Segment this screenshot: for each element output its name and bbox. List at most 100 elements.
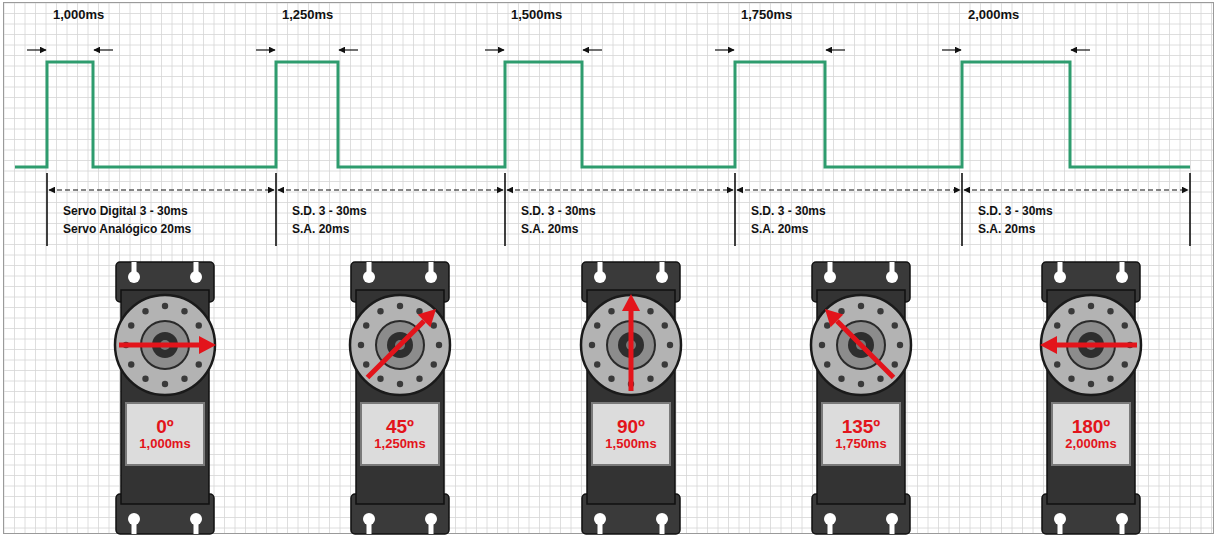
horn-hole xyxy=(128,322,134,328)
pulse-value: 1,000ms xyxy=(139,437,190,452)
horn-hole xyxy=(1088,381,1094,387)
period-label: S.D. 3 - 30ms xyxy=(521,204,596,218)
horn-hole xyxy=(647,308,653,314)
period-markers xyxy=(47,173,1190,246)
mount-hole xyxy=(425,513,437,525)
servo-motor xyxy=(1040,262,1141,534)
horn-hole xyxy=(436,342,442,348)
horn-hole xyxy=(358,342,364,348)
pulse-width-arrows xyxy=(27,50,1090,51)
horn-hole xyxy=(431,361,437,367)
grid-line xyxy=(4,97,1213,98)
mount-hole xyxy=(128,271,140,283)
period-label: S.A. 20ms xyxy=(978,222,1035,236)
pulse-edge-arrow xyxy=(942,49,961,50)
horn-hole xyxy=(877,376,883,382)
label-holder: S.D. 3 - 30ms xyxy=(292,204,367,218)
pulse-width-label: 2,000ms xyxy=(968,7,1019,22)
period-label: Servo Digital 3 - 30ms xyxy=(63,204,188,218)
grid-line xyxy=(4,34,1213,35)
grid-line xyxy=(4,24,1213,25)
horn-hole xyxy=(667,342,673,348)
period-label: S.A. 20ms xyxy=(751,222,808,236)
horn-hole xyxy=(1054,322,1060,328)
grid-line xyxy=(4,13,1213,14)
mount-hole xyxy=(656,513,668,525)
horn-hole xyxy=(1068,308,1074,314)
mount-hole xyxy=(363,513,375,525)
position-arrow-shaft xyxy=(837,321,894,378)
horn-hole xyxy=(397,381,403,387)
horn-hole xyxy=(128,361,134,367)
position-arrow-head xyxy=(622,294,640,311)
position-arrow-shaft xyxy=(629,311,634,391)
grid xyxy=(4,3,1213,534)
pulse-width-label: 1,750ms xyxy=(741,7,792,22)
position-arrow-head xyxy=(199,336,216,354)
angle-value: 135º xyxy=(842,416,881,438)
grid-line xyxy=(4,150,1213,151)
grid-line xyxy=(4,87,1213,88)
servo-motor xyxy=(581,262,681,534)
horn-hole xyxy=(397,303,403,309)
period-arrow xyxy=(507,189,733,190)
mount-hole xyxy=(824,513,836,525)
position-arrow-shaft xyxy=(367,321,424,378)
grid-line xyxy=(4,66,1213,67)
period-label: S.D. 3 - 30ms xyxy=(751,204,826,218)
period-boundary xyxy=(1189,173,1191,246)
mount-hole xyxy=(425,271,437,283)
position-arrow-head xyxy=(1040,336,1057,354)
pulse-edge-arrow xyxy=(339,49,358,50)
horn-hole xyxy=(647,376,653,382)
horn-hole xyxy=(142,308,148,314)
horn-hole xyxy=(142,376,148,382)
horn-hole xyxy=(1068,376,1074,382)
horn-hole xyxy=(594,361,600,367)
grid-line xyxy=(4,181,1213,182)
period-label: Servo Analógico 20ms xyxy=(63,222,191,236)
frame xyxy=(4,3,1214,534)
grid-line xyxy=(4,45,1213,46)
angle-value: 90º xyxy=(617,416,645,438)
horn-hole xyxy=(819,342,825,348)
horn-hole xyxy=(162,381,168,387)
servo-label-panel: 0º1,000ms xyxy=(125,402,205,466)
period-boundary xyxy=(504,173,506,246)
angle-value: 45º xyxy=(386,416,414,438)
horn-hole xyxy=(594,322,600,328)
horn-hole xyxy=(377,308,383,314)
pulse-edge-arrow xyxy=(715,49,734,50)
horn-hole xyxy=(1054,361,1060,367)
horn-hole xyxy=(858,303,864,309)
servo-horn xyxy=(811,295,911,395)
servo-motor xyxy=(811,262,911,534)
mount-hole xyxy=(594,271,606,283)
label-holder: Servo Digital 3 - 30ms xyxy=(63,204,188,218)
horn-hole xyxy=(181,308,187,314)
servo-motor xyxy=(115,262,216,534)
label-holder: S.D. 3 - 30ms xyxy=(751,204,826,218)
servo-horn xyxy=(350,295,450,395)
horn-hole xyxy=(589,342,595,348)
mount-hole xyxy=(594,513,606,525)
period-arrow xyxy=(278,189,503,190)
horn-hole xyxy=(608,308,614,314)
pulse-edge-arrow xyxy=(27,49,46,50)
grid-line xyxy=(4,192,1213,193)
period-boundary xyxy=(275,173,277,246)
pulse-value: 1,500ms xyxy=(605,437,656,452)
period-label: S.D. 3 - 30ms xyxy=(978,204,1053,218)
pulse-value: 2,000ms xyxy=(1065,437,1116,452)
mount-hole xyxy=(363,271,375,283)
grid-line xyxy=(4,129,1213,130)
mount-hole xyxy=(128,513,140,525)
label-holder: S.D. 3 - 30ms xyxy=(978,204,1053,218)
horn-hole xyxy=(416,376,422,382)
mount-hole xyxy=(1054,271,1066,283)
horn-hole xyxy=(1107,376,1113,382)
horn-hole xyxy=(1122,361,1128,367)
pulse-value: 1,250ms xyxy=(374,437,425,452)
mount-hole xyxy=(656,271,668,283)
